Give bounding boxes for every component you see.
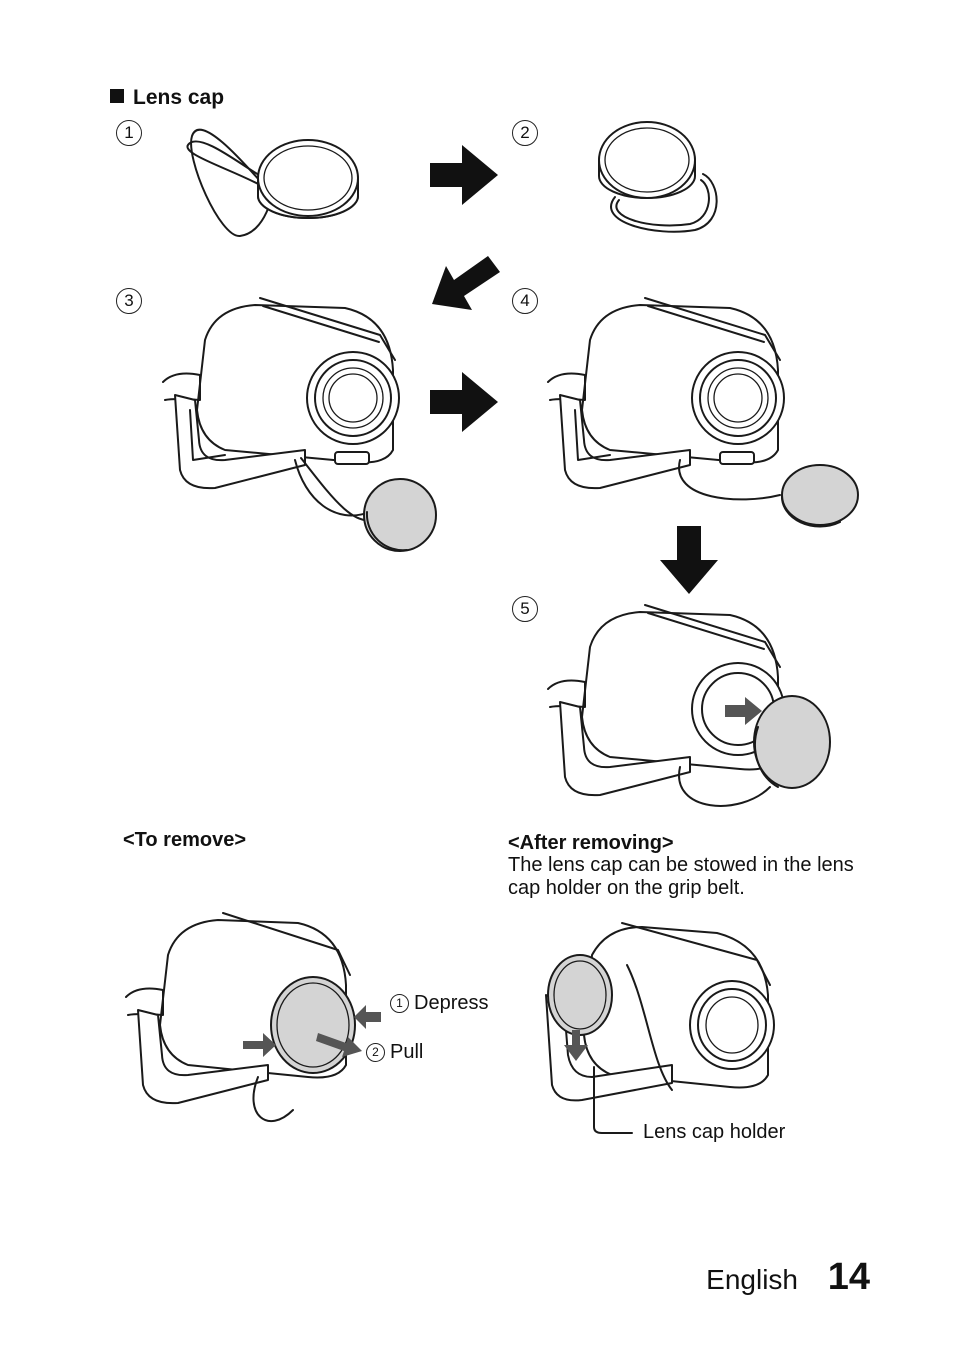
lens-cap-holder-label: Lens cap holder [643,1121,786,1143]
pull-label-text: Pull [390,1041,424,1063]
square-bullet-icon [110,89,124,103]
arrow-down-icon [660,526,718,594]
camcorder-attach-strap-illustration [162,297,437,552]
camcorder-stowed-cap-illustration [545,922,775,1134]
step-number-2: 2 [512,120,538,146]
after-removing-heading: <After removing> [508,832,674,854]
pull-step-number: 2 [366,1043,385,1062]
page-number: 14 [827,1256,870,1298]
arrow-right-icon [430,145,498,205]
camcorder-cap-hanging-illustration [547,297,859,528]
arrow-down-left-icon [432,256,500,310]
footer-language: English [706,1264,798,1295]
step-number-1: 1 [116,120,142,146]
camcorder-attach-cap-illustration [547,604,831,807]
depress-label-text: Depress [414,992,489,1014]
to-remove-heading: <To remove> [123,829,247,851]
depress-step-number: 1 [390,994,409,1013]
depress-label: 1 Depress [390,992,488,1015]
lens-cap-strap-closed-illustration [598,121,718,233]
camcorder-remove-cap-illustration [125,912,381,1122]
step-number-4: 4 [512,288,538,314]
step-number-3: 3 [116,288,142,314]
step-number-5: 5 [512,596,538,622]
section-title-text: Lens cap [133,86,225,109]
after-removing-description: The lens cap can be stowed in the lens c… [508,854,854,899]
arrow-right-icon [430,372,498,432]
lens-cap-strap-open-illustration [186,128,359,238]
section-title: Lens cap [110,86,224,110]
pull-label: 2 Pull [366,1041,423,1064]
